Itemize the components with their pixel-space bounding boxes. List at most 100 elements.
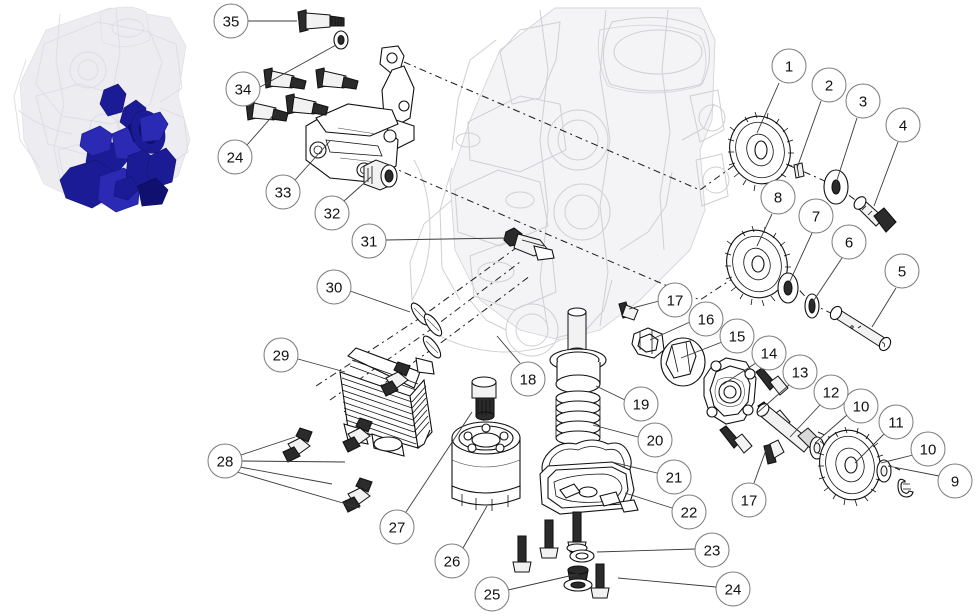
callout-circle[interactable] [656, 459, 692, 495]
callout-25[interactable]: 25 [474, 576, 510, 612]
callout-circle[interactable] [719, 318, 755, 354]
callout-circle[interactable] [657, 282, 693, 318]
callout-circle[interactable] [213, 3, 249, 39]
callout-23[interactable]: 23 [694, 532, 730, 568]
callout-28[interactable]: 28 [207, 443, 243, 479]
callout-17[interactable]: 17 [657, 282, 693, 318]
callout-10[interactable]: 10 [843, 388, 879, 424]
callout-6[interactable]: 6 [831, 224, 867, 260]
callout-24[interactable]: 24 [715, 571, 751, 607]
callout-leader-line [611, 461, 658, 474]
callout-7[interactable]: 7 [798, 198, 834, 234]
callout-24[interactable]: 24 [217, 139, 253, 175]
callout-circle[interactable] [225, 71, 261, 107]
part-9-e-clip [897, 478, 914, 498]
callout-20[interactable]: 20 [637, 422, 673, 458]
callout-circle[interactable] [845, 83, 881, 119]
callout-number: 21 [666, 470, 683, 487]
callout-circle[interactable] [910, 431, 946, 467]
callout-circle[interactable] [884, 253, 920, 289]
callout-circle[interactable] [207, 443, 243, 479]
callout-circle[interactable] [885, 107, 921, 143]
callout-circle[interactable] [731, 482, 767, 518]
callout-11[interactable]: 11 [878, 404, 914, 440]
callout-9[interactable]: 9 [937, 463, 973, 499]
callout-circle[interactable] [265, 174, 301, 210]
callout-number: 12 [823, 385, 840, 402]
callout-number: 19 [633, 397, 650, 414]
callout-34[interactable]: 34 [225, 71, 261, 107]
callout-circle[interactable] [671, 494, 707, 530]
part-32-fitting [363, 159, 398, 191]
callout-leader-line [592, 424, 639, 438]
part-28-bolts [282, 361, 411, 513]
callout-19[interactable]: 19 [623, 386, 659, 422]
callout-17[interactable]: 17 [731, 482, 767, 518]
callout-circle[interactable] [263, 337, 299, 373]
callout-circle[interactable] [694, 532, 730, 568]
callout-number: 30 [326, 280, 343, 297]
callout-circle[interactable] [510, 361, 546, 397]
callout-leader-line [873, 141, 899, 207]
callout-leader-line [624, 492, 673, 509]
callout-circle[interactable] [760, 179, 796, 215]
callout-circle[interactable] [715, 571, 751, 607]
callout-8[interactable]: 8 [760, 179, 796, 215]
part-1-drive-gear [727, 111, 794, 193]
callout-33[interactable]: 33 [265, 174, 301, 210]
callout-leader-line [462, 505, 488, 549]
callout-2[interactable]: 2 [811, 67, 847, 103]
callout-circle[interactable] [351, 223, 387, 259]
callout-circle[interactable] [937, 463, 973, 499]
callout-circle[interactable] [878, 404, 914, 440]
callout-circle[interactable] [314, 195, 350, 231]
callout-circle[interactable] [798, 198, 834, 234]
callout-circle[interactable] [771, 48, 807, 84]
callout-18[interactable]: 18 [510, 361, 546, 397]
callout-15[interactable]: 15 [719, 318, 755, 354]
callout-27[interactable]: 27 [379, 509, 415, 545]
callout-circle[interactable] [434, 543, 470, 579]
callout-32[interactable]: 32 [314, 195, 350, 231]
callout-30[interactable]: 30 [316, 269, 352, 305]
part-25-drain-plug [563, 565, 593, 592]
callout-1[interactable]: 1 [771, 48, 807, 84]
callout-circle[interactable] [843, 388, 879, 424]
callout-12[interactable]: 12 [813, 374, 849, 410]
callout-leader-line [814, 414, 848, 444]
part-24-bottom-bolts [512, 511, 610, 599]
callout-14[interactable]: 14 [751, 335, 787, 371]
callout-circle[interactable] [316, 269, 352, 305]
callout-circle[interactable] [831, 224, 867, 260]
callout-leader-line [649, 321, 691, 341]
callout-circle[interactable] [751, 335, 787, 371]
callout-35[interactable]: 35 [213, 3, 249, 39]
callout-leader-line [496, 335, 521, 364]
callout-circle[interactable] [813, 374, 849, 410]
callout-22[interactable]: 22 [671, 494, 707, 530]
callout-circle[interactable] [782, 354, 818, 390]
callout-circle[interactable] [688, 301, 724, 337]
callout-circle[interactable] [623, 386, 659, 422]
callout-circle[interactable] [637, 422, 673, 458]
callout-circle[interactable] [217, 139, 253, 175]
callout-circle[interactable] [474, 576, 510, 612]
callout-circle[interactable] [379, 509, 415, 545]
callout-5[interactable]: 5 [884, 253, 920, 289]
callout-number: 2 [825, 78, 833, 95]
callout-10[interactable]: 10 [910, 431, 946, 467]
callout-leader-line [756, 82, 780, 134]
callout-circle[interactable] [811, 67, 847, 103]
callout-31[interactable]: 31 [351, 223, 387, 259]
callout-16[interactable]: 16 [688, 301, 724, 337]
callout-number: 11 [888, 415, 904, 432]
callout-26[interactable]: 26 [434, 543, 470, 579]
callout-3[interactable]: 3 [845, 83, 881, 119]
callout-4[interactable]: 4 [885, 107, 921, 143]
callout-13[interactable]: 13 [782, 354, 818, 390]
callout-21[interactable]: 21 [656, 459, 692, 495]
callout-29[interactable]: 29 [263, 337, 299, 373]
